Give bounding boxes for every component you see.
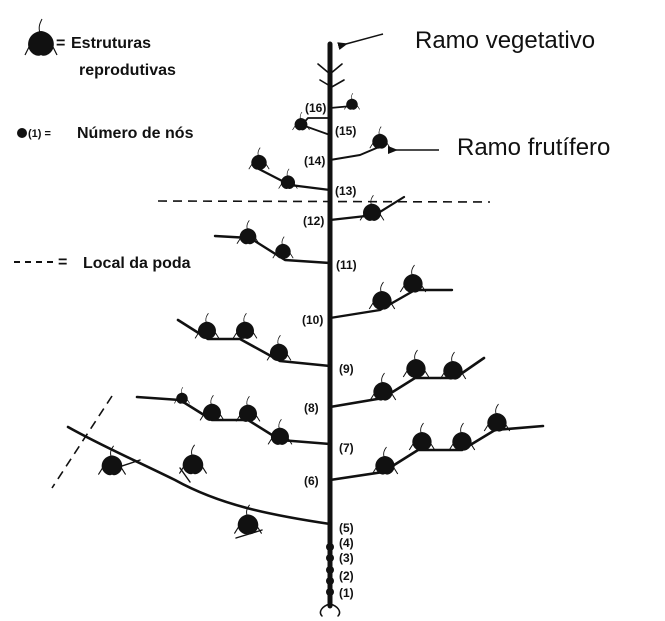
branch-lower-vegetative <box>66 425 332 539</box>
cotton-boll-icon <box>272 236 294 259</box>
cotton-boll-icon <box>448 422 476 451</box>
cotton-boll-icon <box>369 372 397 401</box>
cotton-boll-icon <box>267 418 293 445</box>
callouts: Ramo vegetativo Ramo frutífero <box>337 27 610 161</box>
legend-pruning-label: Local da poda <box>83 255 191 272</box>
node-label-8: (8) <box>304 401 319 415</box>
cotton-boll-icon <box>266 334 292 361</box>
node-label-16: (16) <box>305 101 326 115</box>
legend-nodes: (1) = Número de nós <box>17 125 194 142</box>
cotton-boll-icon <box>359 194 385 221</box>
cotton-boll-icon <box>248 147 270 170</box>
branch-node-11 <box>213 234 332 265</box>
legend-pruning-symbol: = <box>58 254 67 271</box>
legend-reproductive-label-line2: reprodutivas <box>79 62 176 79</box>
node-dot-icon <box>326 566 334 574</box>
apex-twigs <box>317 63 345 89</box>
cotton-boll-icon <box>368 281 396 310</box>
branch-node-10 <box>328 288 454 320</box>
cotton-boll-icon <box>369 126 391 149</box>
cotton-boll-icon <box>371 446 399 475</box>
node-label-13: (13) <box>335 184 356 198</box>
node-label-5: (5) <box>339 521 354 535</box>
node-label-2: (2) <box>339 569 354 583</box>
legend-nodes-symbol: (1) = <box>28 128 51 140</box>
node-label-4: (4) <box>339 536 354 550</box>
node-label-7: (7) <box>339 441 354 455</box>
callout-fruiting-branch: Ramo frutífero <box>457 134 610 161</box>
node-label-1: (1) <box>339 586 354 600</box>
branch-node-8 <box>328 356 486 409</box>
cotton-boll-icon <box>439 351 467 380</box>
node-label-6: (6) <box>304 474 319 488</box>
node-label-10: (10) <box>302 313 323 327</box>
cotton-boll-icon <box>236 220 260 245</box>
reproductive-structures <box>97 93 511 535</box>
lower-node-dots <box>326 543 334 596</box>
branch-node-7 <box>135 395 332 446</box>
legend: = Estruturas reprodutivas (1) = Número d… <box>14 18 194 272</box>
legend-reproductive-symbol: = <box>56 35 65 52</box>
legend-pruning: = Local da poda <box>14 254 191 272</box>
node-dot-icon <box>326 543 334 551</box>
callout-vegetative-branch: Ramo vegetativo <box>415 27 595 54</box>
branch-node-6 <box>328 424 545 482</box>
pruning-line-branch <box>51 395 113 489</box>
node-dot-icon <box>326 588 334 596</box>
cotton-boll-icon <box>199 394 225 421</box>
cotton-boll-icon <box>24 18 58 56</box>
cotton-boll-icon <box>178 444 208 475</box>
node-number-labels: (1) (2) (3) (4) (5) (6) (7) (8) (9) (10)… <box>302 101 357 600</box>
node-label-11: (11) <box>336 258 357 272</box>
cotton-boll-icon <box>233 504 263 535</box>
node-dot-icon <box>17 128 27 138</box>
cotton-boll-icon <box>232 312 258 339</box>
cotton-boll-icon <box>292 111 310 131</box>
pruning-line-top <box>157 200 491 203</box>
cotton-boll-icon <box>344 93 360 110</box>
pruning-lines <box>51 200 491 489</box>
cotton-boll-icon <box>235 395 261 422</box>
root <box>319 603 341 617</box>
cotton-boll-icon <box>399 264 427 293</box>
cotton-boll-icon <box>483 403 511 432</box>
node-label-15: (15) <box>335 124 356 138</box>
node-label-14: (14) <box>304 154 325 168</box>
node-dot-icon <box>326 554 334 562</box>
legend-nodes-label: Número de nós <box>77 125 194 142</box>
cotton-boll-icon <box>97 445 127 476</box>
node-label-9: (9) <box>339 362 354 376</box>
node-dot-icon <box>326 577 334 585</box>
legend-reproductive-label-line1: Estruturas <box>71 35 151 52</box>
branch-node-9 <box>176 318 332 368</box>
cotton-boll-icon <box>174 387 190 404</box>
node-label-12: (12) <box>303 214 324 228</box>
cotton-boll-icon <box>194 312 220 339</box>
node-label-3: (3) <box>339 551 354 565</box>
arrow-left-icon <box>337 33 384 50</box>
cotton-boll-icon <box>278 168 298 190</box>
cotton-boll-icon <box>402 349 430 378</box>
cotton-boll-icon <box>408 422 436 451</box>
legend-reproductive: = Estruturas reprodutivas <box>24 18 176 79</box>
